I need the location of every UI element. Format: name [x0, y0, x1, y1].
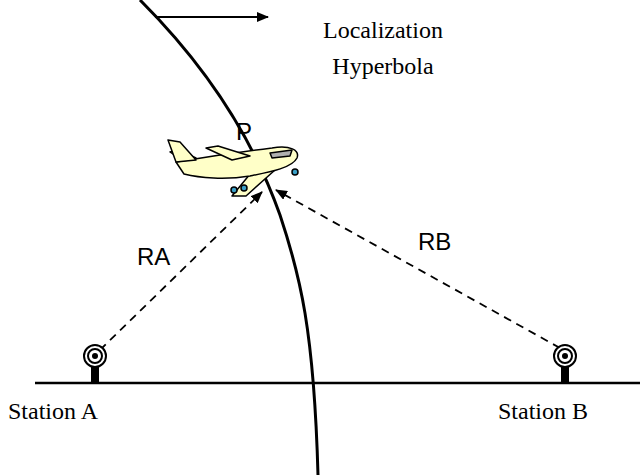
station-label: Station B [498, 398, 588, 425]
range-label: RB [418, 228, 451, 256]
curve-label: Localization Hyperbola [293, 12, 473, 84]
range-line [100, 192, 262, 350]
antenna-symbol [554, 345, 576, 383]
range-line [276, 190, 560, 348]
point-label: P [236, 118, 252, 146]
range-label: RA [137, 243, 170, 271]
hyperbola-curve [140, 0, 318, 475]
direction-arrow [155, 16, 268, 18]
antenna-symbol [84, 345, 106, 383]
airplane-icon [168, 140, 298, 196]
station-label: Station A [8, 398, 98, 425]
ground-line [35, 382, 640, 385]
